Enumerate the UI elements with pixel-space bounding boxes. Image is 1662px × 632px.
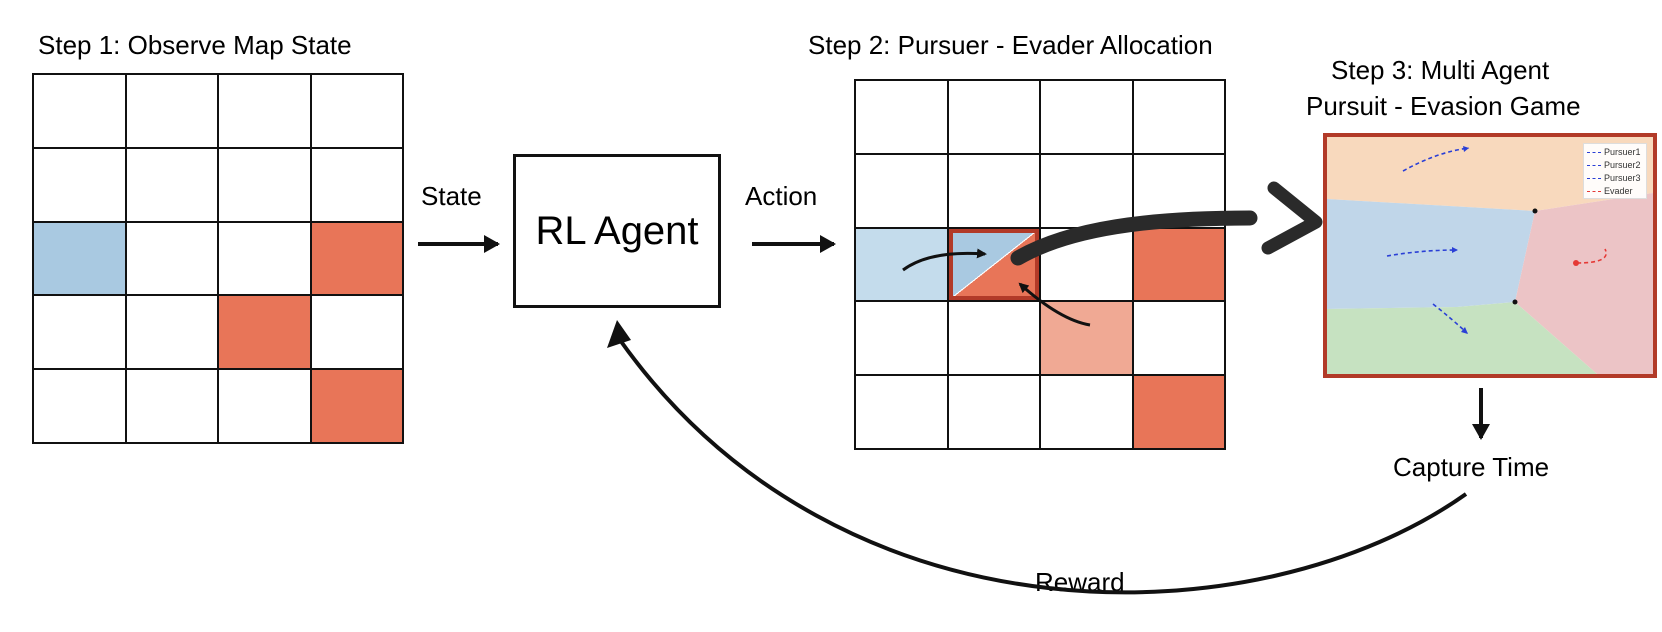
region-blue [1327,199,1535,309]
grid-cell-empty [126,370,217,442]
legend-line-icon [1587,152,1601,153]
legend-line-icon [1587,165,1601,166]
rl-agent-label: RL Agent [535,208,699,253]
grid-cell-empty [311,148,402,221]
evader-trajectory [1576,248,1607,264]
grid-cell-empty [1041,154,1132,227]
grid-cell-pursuer [34,222,125,295]
pursuer-move-arrow [902,248,987,272]
grid-cell-empty [856,376,947,448]
legend-entry: Pursuer1 [1587,146,1643,159]
grid-cell-empty [1041,81,1132,153]
voronoi-regions [1327,137,1653,374]
grid-cell-empty [1041,376,1132,448]
grid-cell-empty [126,222,217,295]
pursuer3-marker [1461,327,1468,334]
grid-cell-empty [219,370,310,442]
grid-cell-empty [311,75,402,147]
grid-cell-empty [856,302,947,375]
legend-line-icon [1587,191,1601,192]
grid-cell-empty [219,75,310,147]
grid-cell-empty [948,154,1039,227]
grid-cell-evader [311,222,402,295]
reward-arrowhead [607,320,631,348]
legend-label: Pursuer3 [1604,173,1641,183]
brush-arrowhead [1261,181,1323,255]
grid-cell-empty [1133,302,1224,375]
grid-cell-empty [34,296,125,369]
step2-title: Step 2: Pursuer - Evader Allocation [808,30,1213,60]
legend-label: Pursuer2 [1604,160,1641,170]
grid-cell-empty [126,148,217,221]
grid-cell-empty [856,81,947,153]
grid-cell-empty [948,376,1039,448]
grid-cell-evader [1133,376,1224,448]
region-green [1327,302,1597,374]
grid-cell-empty [126,296,217,369]
action-label: Action [745,181,818,211]
legend-entry: Pursuer3 [1587,172,1643,185]
grid-cell-empty [219,148,310,221]
reward-arrow [618,338,1468,595]
grid-cell-empty [126,75,217,147]
grid-cell-pursuer-light [856,228,947,301]
step3-title-line2: Pursuit - Evasion Game [1306,91,1581,121]
step3-title-line1: Step 3: Multi Agent [1331,55,1550,85]
vertex-point [1532,208,1538,214]
grid-cell-empty [34,370,125,442]
pursuer1-trajectory [1402,147,1470,172]
legend-entry: Evader [1587,185,1643,198]
state-label: State [421,181,482,211]
grid-cell-empty [219,222,310,295]
legend-line-icon [1587,178,1601,179]
step2-allocation-grid [854,79,1226,450]
grid-cell-evader [311,370,402,442]
vertex-point [1512,299,1518,305]
grid-cell-empty [34,148,125,221]
brush-arrow [1010,210,1258,266]
region-orange [1327,137,1653,211]
capture-time-label: Capture Time [1393,452,1550,482]
region-pink [1515,193,1653,374]
evader-marker [1573,260,1579,266]
rl-agent-box: RL Agent [513,154,721,308]
evader-move-arrow [1018,282,1091,327]
grid-cell-empty [948,302,1039,375]
grid-cell-evader-light [1041,302,1132,375]
legend-label: Evader [1604,186,1633,196]
step1-map-grid [32,73,404,444]
grid-cell-empty [34,75,125,147]
grid-cell-empty [856,154,947,227]
pursuer3-trajectory [1432,303,1468,334]
step1-title: Step 1: Observe Map State [38,30,352,60]
grid-cell-evader [1133,228,1224,301]
pursuer2-marker [1452,247,1458,253]
grid-cell-empty [948,81,1039,153]
grid-cell-empty [1133,81,1224,153]
grid-cell-empty [311,296,402,369]
legend-label: Pursuer1 [1604,147,1641,157]
legend-entry: Pursuer2 [1587,159,1643,172]
pursuer1-marker [1463,146,1469,152]
pursuer2-trajectory [1386,249,1458,257]
grid-cell-evader [219,296,310,369]
